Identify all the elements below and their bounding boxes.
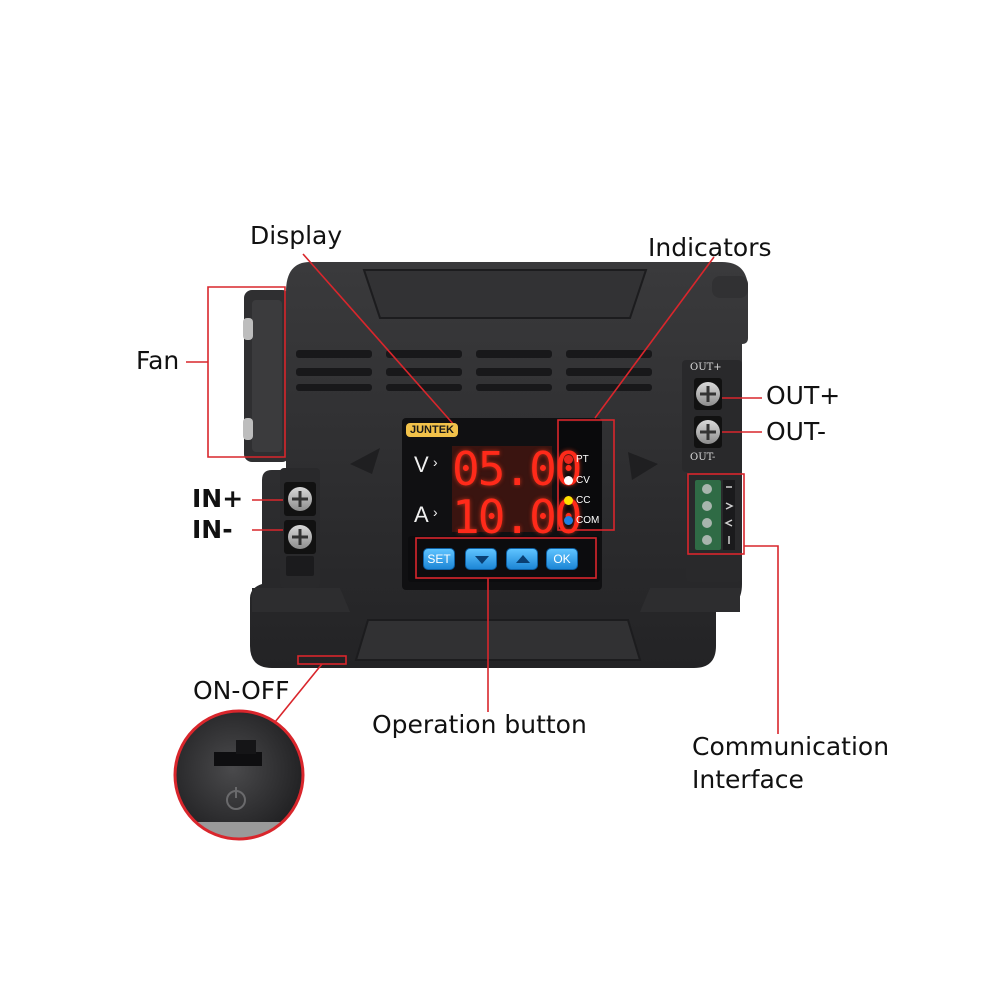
indicator-cc-led [564, 496, 573, 505]
indicator-cv-label: CV [576, 475, 590, 486]
set-button[interactable]: SET [423, 548, 455, 570]
indicator-com-led [564, 516, 573, 525]
communication-label-line1: Communication [692, 732, 890, 761]
up-arrow-icon [516, 555, 530, 563]
in-minus-label: IN- [192, 515, 233, 544]
on-off-label: ON-OFF [193, 676, 290, 705]
down-arrow-icon [475, 556, 489, 564]
voltage-readout: 05.00 [452, 442, 582, 496]
on-off-zoom-inset [173, 709, 305, 841]
out-plus-label: OUT+ [766, 381, 841, 410]
operation-button-label: Operation button [372, 710, 587, 739]
current-chevron-icon: › [433, 504, 438, 520]
callout-lines [186, 253, 779, 734]
input-terminal-block [280, 468, 320, 588]
display-label: Display [250, 221, 343, 250]
brand-logo: JUNTEK [406, 423, 459, 437]
output-terminal-block [682, 360, 742, 472]
indicator-cc-label: CC [576, 495, 591, 506]
voltage-unit-label: V [414, 452, 429, 477]
up-button[interactable] [506, 548, 538, 570]
voltage-chevron-icon: › [433, 454, 438, 470]
silk-out-plus: OUT+ [690, 362, 722, 373]
fan-label: Fan [136, 346, 180, 375]
communication-connector [686, 472, 742, 582]
ok-button[interactable]: OK [546, 548, 578, 570]
in-plus-label: IN+ [192, 484, 244, 513]
current-readout: 10.00 [452, 490, 582, 544]
current-unit-label: A [414, 502, 429, 527]
indicator-pt-label: PT [576, 454, 589, 465]
out-minus-label: OUT- [766, 417, 826, 446]
vent-slots [296, 350, 652, 391]
display-panel [402, 418, 602, 590]
indicator-pt-led [564, 455, 573, 464]
indicator-cv-led [564, 476, 573, 485]
down-button[interactable] [465, 548, 497, 570]
communication-label-line2: Interface [692, 765, 804, 794]
indicator-com-label: COM [576, 515, 600, 526]
silk-out-minus: OUT- [690, 452, 716, 463]
fan-housing [243, 290, 290, 462]
indicators-label: Indicators [648, 233, 772, 262]
